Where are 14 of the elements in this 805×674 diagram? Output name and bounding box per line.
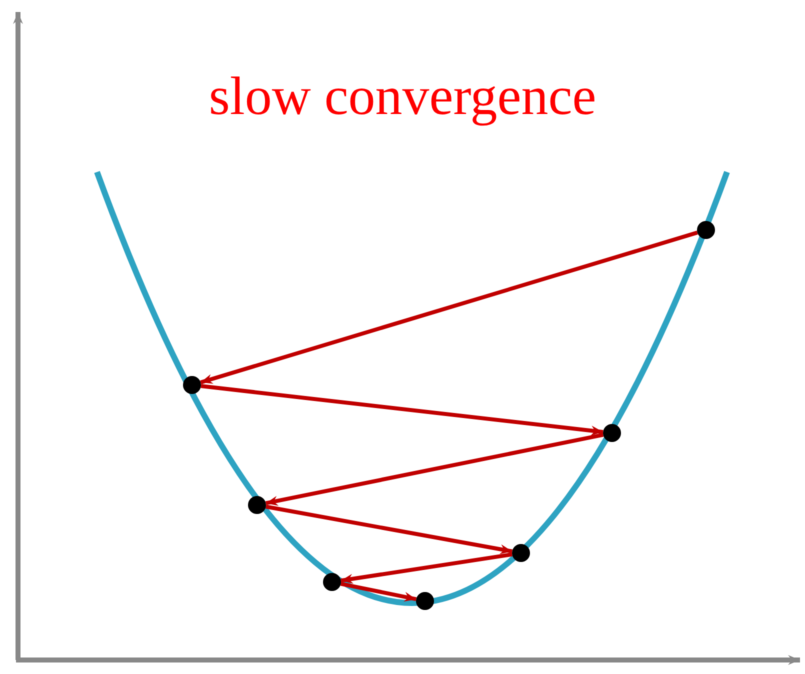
arrow xyxy=(340,582,417,602)
arrow xyxy=(340,552,512,584)
chart-title: slow convergence xyxy=(208,66,598,126)
arrow xyxy=(266,504,512,554)
arrow xyxy=(200,384,604,436)
arrow xyxy=(265,432,604,506)
data-point xyxy=(248,496,266,514)
data-point xyxy=(697,221,715,239)
data-point xyxy=(603,424,621,442)
data-point xyxy=(416,592,434,610)
data-point xyxy=(512,544,530,562)
arrow xyxy=(200,230,698,384)
data-point xyxy=(323,573,341,591)
data-point xyxy=(183,376,201,394)
